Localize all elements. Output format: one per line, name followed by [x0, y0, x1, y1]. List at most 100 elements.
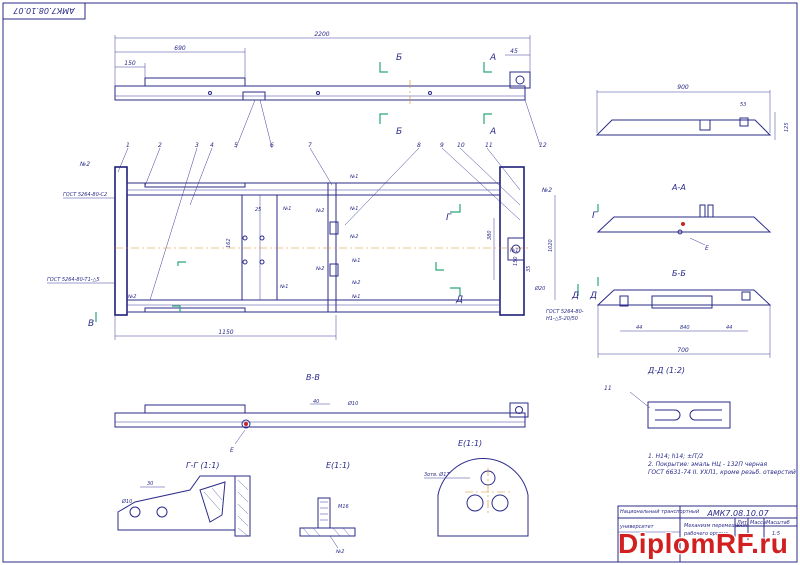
position-numbers: 1 2 3 4 5 6 7 8 9 10 11 12: [126, 142, 547, 149]
cut-letter-a-top: А: [489, 53, 496, 63]
title-block-code: АМК7.08.10.07: [706, 509, 769, 518]
dim-150: 150: [124, 60, 136, 67]
dim-30: 30: [147, 481, 153, 487]
cut-letter-e-a: Е: [705, 245, 709, 252]
dim-840: 840: [680, 325, 690, 331]
pos-3: 3: [195, 142, 199, 149]
tech-notes: 1. Н14; h14; ±IT/2 2. Покрытие: эмаль НЦ…: [648, 453, 796, 476]
cut-letter-e-v: Е: [230, 447, 234, 454]
gost-note-1: ГОСТ 5264-80-С2: [63, 192, 107, 198]
pos-6: 6: [270, 142, 274, 149]
dim-162: 162: [226, 238, 232, 248]
section-e-thread: Е(1:1) М16 №2: [299, 461, 356, 555]
dim-40: 40: [313, 399, 319, 405]
section-e-detail: Е(1:1) 3отв. Ø17: [424, 439, 529, 537]
title-block: АМК7.08.10.07 Национальный транспортный …: [617, 505, 798, 563]
org-line-2: университет: [619, 524, 655, 530]
weld-mark: №1: [282, 206, 291, 212]
weld-mark-e: №2: [335, 549, 344, 555]
gost-note-2: ГОСТ 5264-80-Т1-△5: [47, 277, 100, 283]
lit-label: Лит.: [736, 520, 749, 526]
code-box: [2, 2, 86, 20]
weld-mark: №2: [79, 161, 90, 168]
tech-note-1: 1. Н14; h14; ±IT/2: [648, 453, 704, 460]
weld-mark: №1: [351, 258, 360, 264]
thread-label: М16: [338, 504, 349, 510]
cut-letter-g: Г: [446, 213, 452, 223]
section-a-a: А-А Е: [596, 183, 772, 252]
watermark: DiplomRF.ru: [618, 528, 789, 559]
top-right-view: 900 53 125: [595, 84, 790, 140]
section-title-e: Е(1:1): [326, 461, 350, 470]
section-title-a: А-А: [671, 183, 686, 192]
section-title-b: Б-Б: [672, 269, 686, 278]
mass-label: Масса: [750, 520, 766, 526]
cut-letter-d-mid: Д: [571, 291, 579, 301]
section-g-g: Г-Г (1:1) 30 Ø10: [117, 461, 251, 537]
cut-letter-v-left: В: [88, 319, 94, 329]
org-line-1: Национальный транспортный: [620, 509, 700, 515]
dim-total-length: 2200: [314, 31, 329, 38]
section-title-d: Д-Д (1:2): [647, 366, 685, 375]
dim-20: Ø20: [534, 285, 545, 292]
pos-9: 9: [440, 142, 444, 149]
weld-mark: №1: [509, 248, 518, 254]
weld-mark: №1: [279, 284, 288, 290]
tech-note-2: 2. Покрытие: эмаль НЦ - 132П черная: [648, 461, 767, 468]
pos-12: 12: [539, 142, 547, 149]
cut-letter-d-right: Д: [589, 291, 597, 301]
weld-mark: №1: [351, 294, 360, 300]
weld-mark: №2: [315, 266, 324, 272]
dim-45: 45: [510, 48, 518, 55]
leaders: [117, 99, 541, 301]
dim-1020: 1020: [548, 239, 554, 252]
scale-value: 1:5: [772, 531, 780, 537]
dim-25: 25: [255, 207, 261, 213]
dim-1150: 1150: [218, 329, 233, 336]
dim-44a: 44: [636, 325, 642, 331]
dim-900: 900: [677, 84, 689, 91]
weld-mark: №2: [351, 280, 360, 286]
section-d-d: Д-Д (1:2) 11: [604, 366, 731, 429]
dim-53: 53: [740, 102, 746, 108]
dim-690: 690: [174, 45, 186, 52]
weld-mark: №1: [349, 206, 358, 212]
gost-note-3b: Н1-△5-20/50: [546, 316, 578, 322]
side-view: 2200 690 150 45 Б А Б А: [114, 31, 531, 137]
plan-view: 1150 25 162 380 1020 150 35 Ø20 №2 №1 №2…: [47, 161, 584, 340]
pos-10: 10: [457, 142, 465, 149]
detail-note: 3отв. Ø17: [424, 471, 450, 478]
dim-g-10: Ø10: [121, 498, 132, 505]
pos-7: 7: [308, 142, 312, 149]
pos-5: 5: [234, 142, 238, 149]
pos-1: 1: [126, 142, 130, 149]
section-title-g: Г-Г (1:1): [186, 461, 219, 470]
cut-letter-d: Д: [455, 295, 463, 305]
weld-mark: №2: [127, 294, 136, 300]
weld-mark: №2: [315, 208, 324, 214]
dim-35: 35: [526, 266, 532, 272]
pos-4: 4: [210, 142, 214, 149]
cut-letter-b-top: Б: [396, 53, 402, 63]
dim-125: 125: [784, 122, 790, 132]
dim-v-10: Ø10: [347, 400, 358, 407]
cut-letter-g-right: Г: [592, 211, 598, 221]
weld-mark: №2: [541, 187, 552, 194]
cut-letter-b-bottom: Б: [396, 127, 402, 137]
weld-mark: №2: [349, 234, 358, 240]
pos-11: 11: [485, 142, 493, 149]
tech-note-3: ГОСТ 6631-74 II. УХЛ1, кроме резьб. отве…: [648, 469, 796, 476]
title-line-1: Механизм перемещения: [684, 523, 749, 529]
section-title-e2: Е(1:1): [458, 439, 482, 448]
cut-letter-a-bottom: А: [489, 127, 496, 137]
section-title-v: В-В: [306, 373, 320, 382]
dim-380: 380: [487, 230, 493, 240]
section-b-b: Б-Б 44 840 44 700: [596, 269, 772, 358]
dim-700: 700: [677, 347, 689, 354]
dim-150b: 150: [513, 256, 519, 266]
code-rotated: АМК7.08.10.07: [12, 6, 75, 15]
section-v-v: В-В 40 Ø10 Е: [114, 373, 529, 454]
